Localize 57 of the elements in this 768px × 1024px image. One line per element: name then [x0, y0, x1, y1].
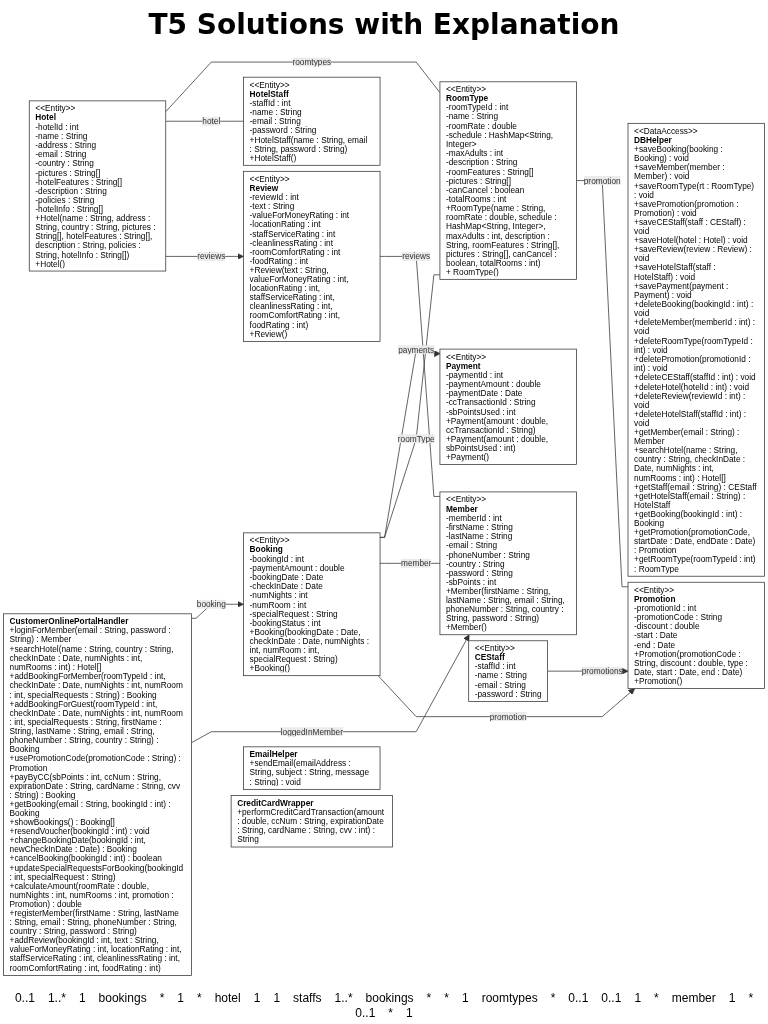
association-end-label: *	[549, 991, 557, 1005]
association-end-label: *	[387, 1006, 394, 1020]
node-box: <<Entity>> RoomType -roomTypeId : int -name : String -roomRate : double -schedule : HashMap<String, Integer> -maxAdults : int -description : String -roomFeatures : String[] -pictures : String[] -canCancel : boolean -totalRooms : int +RoomType(name : String, roomRate : double, schedule : HashMap<String, Integer>, maxAdults : int, description : String, roomFeatures : String[], pictures : String[], canCancel : boolean, totalRooms : int) + RoomType()	[439, 80, 577, 280]
node-box: EmailHelper +sendEmail(emailAddress : String, subject : String, message : String) : void	[243, 745, 381, 790]
association-end-label: 1	[460, 991, 470, 1005]
edge-label: reviews	[197, 251, 226, 261]
association-end-label: 1..*	[333, 991, 354, 1005]
edge-label: promotions	[581, 666, 623, 676]
edge-label: promotion	[583, 175, 621, 185]
association-end-label: staffs	[292, 991, 323, 1005]
node-box: <<DataAccess>> DBHelper +saveBooking(booking : Booking) : void +saveMember(member : Member) : void +saveRoomType(rt : RoomType) : void +savePromotion(promotion : Promotion) : void +saveCEStaff(staff : CEStaff) : void +saveHotel(hotel : Hotel) : void +saveReview(review : Review) : void +saveHotelStaff(staff : HotelStaff) : void +savePayment(payment : Payment) : void +deleteBooking(bookingId : int) : void +deleteMember(memberId : int) : void +deleteRoomType(roomTypeId : int) : void +deletePromotion(promotionId : int) : void +deleteCEStaff(staffId : int) : void +deleteHotel(hotelId : int) : void +deleteReview(reviewId : int) : void +deleteHotelStaff(staffId : int) : void +getMember(email : String) : Member +searchHotel(name : String, country : String, checkInDate : Date, numNights : int, numRooms : int) : Hotel[] +getStaff(email : String) : CEStaff +getHotelStaff(email : String) : HotelStaff +getBooking(bookingId : int) : Booking +getPromotion(promotionCode, startDate : Date, endDate : Date) : Promotion +getRoomType(roomTypeId : int) : RoomType	[627, 122, 765, 577]
association-end-label: 1	[252, 991, 262, 1005]
association-end-label: 1	[405, 1006, 414, 1020]
association-end-label: 1	[633, 991, 643, 1005]
edge-label: payments	[398, 344, 435, 354]
connector	[379, 273, 441, 538]
node-box: CustomerOnlinePortalHandler +loginForMember(email : String, password : String) : Member +searchHotel(name : String, country : String, checkInDate : Date, numNights : int, numRooms : int) : Hotel[] +addBookingForMember(roomTypeId : int, checkInDate : Date, numNights : int, numRoom : int, specialRequests : String) : Booking +addBookingForGuest(roomTypeId : int, checkInDate : Date, numNights : int, numRoom : int, specialRequests : String, firstName : String, lastName : String, email : String, phoneNumber : String, country : String) : Booking +usePromotionCode(promotionCode : String) : Promotion +payByCC(sbPoints : int, ccNum : String, expirationDate : String, cardName : String, cvv : String) : Booking +getBooking(email : String, bookingId : int) : Booking +showBookings() : Booking[] +resendVoucher(bookingId : int) : void +changeBookingDate(bookingId : int, newCheckInDate : Date) : Booking +cancelBooking(bookingId : int) : boolean +updateSpecialRequestsForBooking(bookingId : int, specialRequest : String) +calculateAmount(roomRate : double, numNights : int, numRooms : int, promotion : Promotion) : double +registerMember(firstName : String, lastName : String, email : String, phoneNumber : String, country : String, password : String) +addReview(bookingId : int, text : String, valueForMoneyRating : int, locationRating : int, staffServiceRating : int, cleanlinessRating : int, roomComfortRating : int, foodRating : int)	[3, 612, 192, 976]
association-end-label: *	[158, 991, 166, 1005]
edge-label: reviews	[402, 251, 431, 261]
diagram-title: T5 Solutions with Explanation	[148, 8, 620, 41]
edge-label: loggedInMember	[280, 726, 343, 736]
association-end-label: 1	[77, 991, 87, 1005]
association-end-label: *	[196, 991, 203, 1005]
association-end-label: 1	[727, 991, 737, 1005]
association-end-label: *	[443, 991, 450, 1005]
association-end-label: bookings	[364, 991, 415, 1005]
association-end-label: 1	[176, 991, 185, 1005]
association-end-label: 0..1	[13, 991, 36, 1005]
edge-label: booking	[196, 599, 226, 609]
association-end-label: bookings	[97, 991, 148, 1005]
node-box: CreditCardWrapper +performCreditCardTransaction(amount : double, ccNum : String, expirationDate : String, cardName : String, cvv : int) : String	[230, 794, 393, 847]
association-end-label: *	[653, 991, 660, 1005]
edge-label: member	[400, 558, 432, 568]
association-end-label: 1	[272, 991, 282, 1005]
node-box: <<Entity>> HotelStaff -staffId : int -name : String -email : String -password : String +HotelStaff(name : String, email : String, password : String) +HotelStaff()	[243, 76, 381, 166]
node-box: <<Entity>> CEStaff -staffId : int -name : String -email : String -password : String	[468, 639, 548, 702]
association-end-label: member	[670, 991, 717, 1005]
edge-label: promotion	[489, 711, 527, 721]
node-box: <<Entity>> Member -memberId : int -firstName : String -lastName : String -email : String -phoneNumber : String -country : String -password : String -sbPoints : int +Member(firstName : String, lastName : String, email : String, phoneNumber : String, country : String, password : String) +Member()	[439, 491, 577, 635]
association-end-label: hotel	[213, 991, 242, 1005]
edge-label: roomType	[397, 433, 435, 443]
node-box: <<Entity>> Promotion -promotionId : int -promotionCode : String -discount : double -start : Date -end : Date +Promotion(promotionCode : String, discount : double, type : Date, start : Date, end : Date) +Promotion()	[627, 581, 765, 689]
connector	[576, 179, 629, 587]
edge-label: hotel	[202, 116, 221, 126]
association-end-label: 0..1	[567, 991, 590, 1005]
association-end-label: 0..1	[600, 991, 623, 1005]
connector	[379, 255, 441, 497]
node-box: <<Entity>> Payment -paymentId : int -paymentAmount : double -paymentDate : Date -ccTransactionId : String -sbPointsUsed : int +Payment(amount : double, ccTransactionId : String) +Payment(amount : double, sbPointsUsed : int) +Payment()	[439, 348, 577, 465]
association-end-label: 1..*	[46, 991, 67, 1005]
edge-label: roomtypes	[292, 57, 332, 67]
node-box: <<Entity>> Hotel -hotelId : int -name : String -address : String -email : String -country : String -pictures : String[] -hotelFeatures : String[] -description : String -policies : String -hotelInfo : String[] +Hotel(name : String, address : String, country : String, pictures : String[], hotelFeatures : String[], description : String, policies : String, hotelInfo : String[]) +Hotel()	[28, 100, 167, 271]
association-end-label: *	[425, 991, 433, 1005]
node-box: <<Entity>> Booking -bookingId : int -paymentAmount : double -bookingDate : Date -checkInDate : Date -numNights : int -numRoom : int -specialRequest : String -bookingStatus : int +Booking(bookingDate : Date, checkInDate : Date, numNights : int, numRoom : int, specialRequest : String) +Booking()	[243, 531, 381, 676]
association-end-label: *	[747, 991, 755, 1005]
association-end-label: 0..1	[354, 1006, 377, 1020]
association-end-label: roomtypes	[480, 991, 539, 1005]
node-box: <<Entity>> Review -reviewId : int -text : String -valueForMoneyRating : int -locationRating : int -staffServiceRating : int -cleanlinessRating : int -roomComfortRating : int -foodRating : int +Review(text : String, valueForMoneyRating : int, locationRating : int, staffServiceRating : int, cleanlinessRating : int, roomComfortRating : int, foodRating : int) +Review()	[243, 170, 381, 342]
